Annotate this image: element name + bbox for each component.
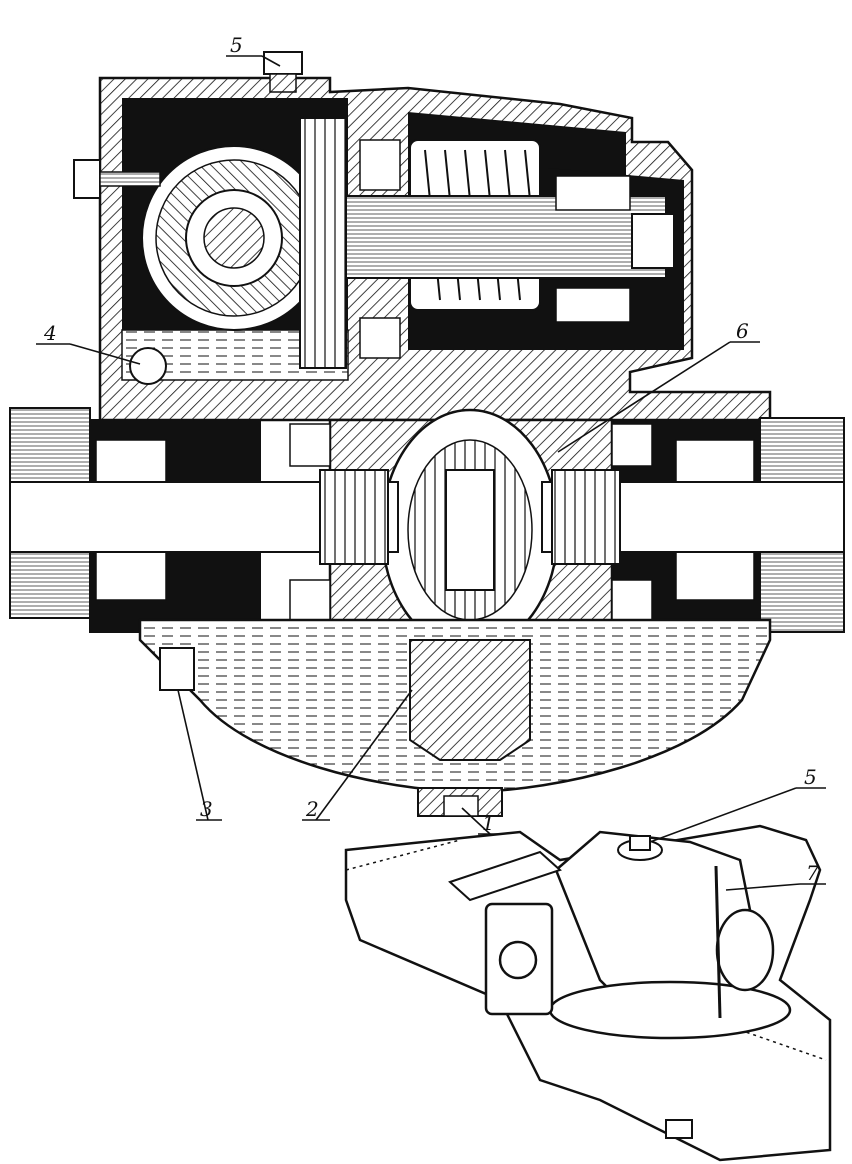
callout-7: 7 — [725, 861, 826, 891]
crown-gear-edge — [299, 117, 347, 369]
callout-3-label: 3 — [200, 797, 213, 821]
callout-3: 3 — [177, 689, 222, 821]
callout-5-top: 5 — [226, 33, 281, 67]
lower-oil-pan — [138, 618, 772, 794]
drain-plug — [417, 787, 503, 817]
callout-7-label: 7 — [806, 861, 819, 885]
oil-passage-4 — [129, 347, 167, 385]
half-shaft-left — [9, 469, 399, 565]
callout-1: 1 — [461, 807, 502, 835]
pan-bolt — [159, 647, 195, 691]
callout-4: 4 — [36, 321, 141, 365]
callout-5-bottom: 5 — [649, 765, 826, 843]
tapered-roller-bearings — [359, 139, 631, 359]
housing-bolt — [73, 159, 161, 199]
callout-4-label: 4 — [43, 321, 57, 345]
callout-2-label: 2 — [305, 797, 319, 821]
side-bearings — [289, 423, 653, 623]
callout-6-label: 6 — [736, 319, 749, 343]
bevel-gear — [141, 145, 327, 331]
filler-plug-top — [263, 51, 303, 93]
half-shaft-right — [541, 469, 845, 565]
callout-2: 2 — [302, 689, 413, 821]
callout-5-bottom-label: 5 — [804, 765, 817, 789]
callout-6: 6 — [557, 319, 760, 453]
axle-exterior-view — [344, 824, 832, 1162]
callout-1-label: 1 — [482, 811, 495, 835]
callout-5-top-label: 5 — [230, 33, 243, 57]
differential-case — [328, 408, 614, 652]
